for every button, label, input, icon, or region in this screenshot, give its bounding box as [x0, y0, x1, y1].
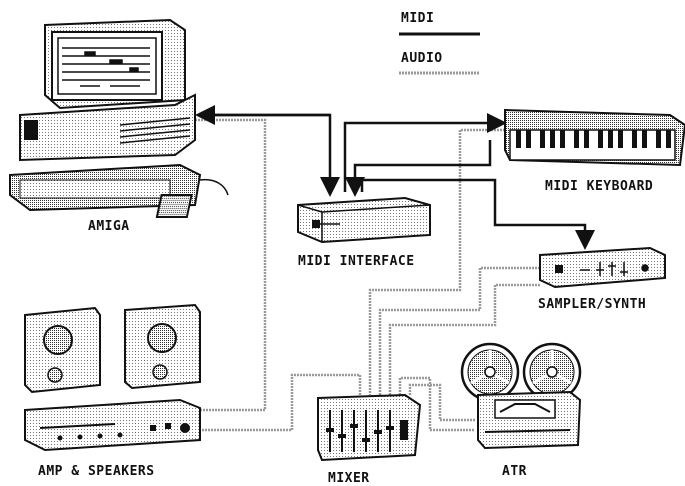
amplifier: AMP & SPEAKERS [25, 400, 200, 479]
midi-keyboard-label: MIDI KEYBOARD [545, 179, 653, 194]
amiga-computer: AMIGA [10, 20, 228, 234]
legend-midi-label: MIDI [401, 11, 434, 26]
atr-tape-recorder: ATR [462, 344, 580, 479]
left-speaker [25, 308, 100, 392]
sampler-synth-label: SAMPLER/SYNTH [538, 297, 646, 312]
midi-cable-interface-keyboard [345, 123, 502, 192]
amiga-label: AMIGA [88, 219, 130, 234]
midi-interface: MIDI INTERFACE [298, 198, 430, 269]
speakers [25, 305, 200, 392]
midi-keyboard: MIDI KEYBOARD [505, 110, 685, 194]
amiga-drive-slot [24, 120, 38, 140]
midi-interface-label: MIDI INTERFACE [298, 254, 415, 269]
mixer-label: MIXER [328, 471, 370, 486]
amiga-mouse [157, 195, 192, 217]
audio-cable-amiga-amp [195, 120, 265, 410]
midi-keyboard-keybed [510, 130, 675, 160]
mixer: MIXER [318, 395, 420, 486]
amiga-mouse-cable [200, 180, 228, 195]
midi-interface-led [312, 220, 320, 228]
right-speaker [125, 305, 200, 388]
legend: MIDI AUDIO [399, 11, 480, 73]
amiga-keyboard-keys [20, 180, 170, 198]
amiga-screen-window [58, 38, 156, 94]
sampler-synth: SAMPLER/SYNTH [538, 248, 665, 312]
amp-speakers-label: AMP & SPEAKERS [38, 464, 155, 479]
legend-audio-label: AUDIO [401, 51, 443, 66]
midi-cable-keyboard-interface [355, 140, 490, 192]
atr-label: ATR [502, 464, 527, 479]
